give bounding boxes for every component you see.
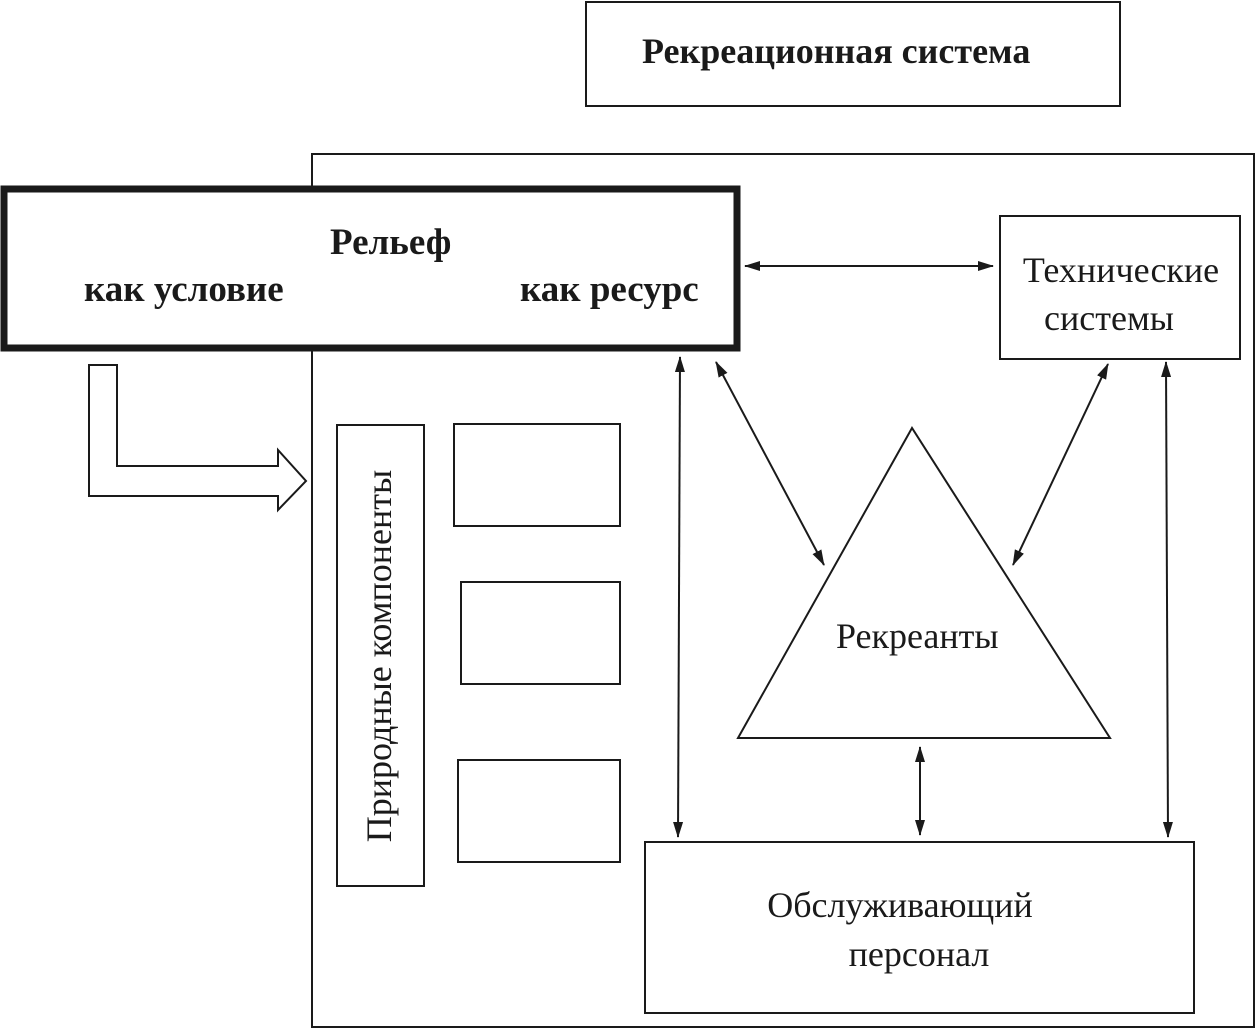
technical-systems-label-line1: Технические bbox=[1022, 250, 1220, 290]
technical-systems-box bbox=[999, 215, 1241, 360]
relief-condition-label: как условие bbox=[84, 269, 284, 310]
recreants-label: Рекреанты bbox=[836, 616, 999, 656]
service-staff-label-line1: Обслуживающий bbox=[767, 885, 1033, 925]
service-staff-box bbox=[644, 841, 1195, 1014]
arrow-technical-recreants bbox=[1012, 363, 1109, 566]
arrow-technical-staff bbox=[1161, 361, 1173, 838]
natural-components-label: Природные компоненты bbox=[359, 469, 399, 843]
relief-resource-label: как ресурс bbox=[520, 269, 699, 310]
relief-title: Рельеф bbox=[330, 222, 452, 263]
title-box bbox=[585, 1, 1121, 107]
condition-arrow bbox=[88, 364, 308, 513]
diagram-title: Рекреационная система bbox=[642, 31, 1031, 71]
arrow-relief-recreants bbox=[715, 361, 825, 566]
natural-components-box bbox=[336, 424, 425, 887]
recreants-triangle bbox=[736, 426, 1112, 739]
component-box-2 bbox=[460, 581, 621, 685]
arrow-relief-staff bbox=[673, 356, 685, 838]
relief-box bbox=[0, 185, 741, 352]
component-box-3 bbox=[457, 759, 621, 863]
service-staff-label-line2: персонал bbox=[848, 934, 990, 974]
system-frame bbox=[311, 153, 1255, 1028]
component-box-1 bbox=[453, 423, 621, 527]
technical-systems-label-line2: системы bbox=[1044, 298, 1174, 338]
